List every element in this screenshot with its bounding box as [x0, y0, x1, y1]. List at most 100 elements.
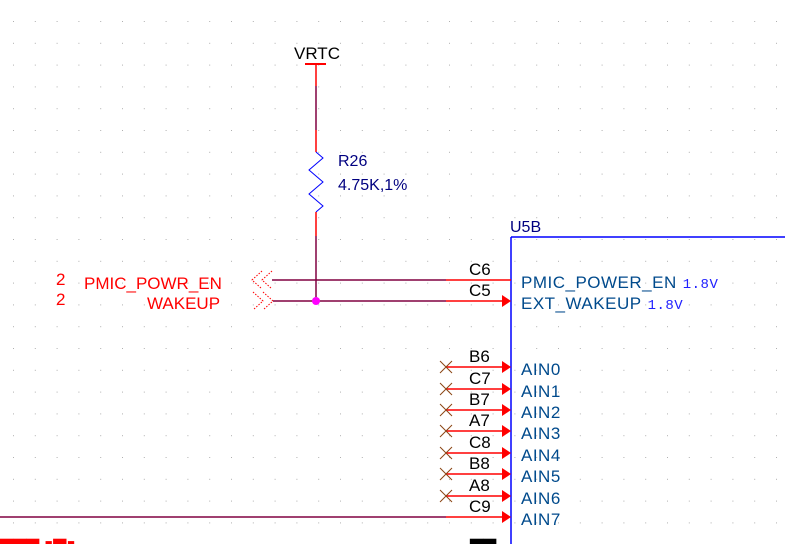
grid-dot — [667, 108, 668, 110]
grid-dot — [667, 42, 668, 44]
grid-dot — [383, 64, 385, 66]
grid-dot — [688, 413, 690, 415]
grid-dot — [645, 500, 647, 502]
grid-dot — [361, 500, 363, 502]
grid-dot — [56, 151, 58, 153]
grid-dot — [732, 239, 734, 240]
grid-dot — [579, 435, 581, 437]
pin-number: C6 — [469, 260, 491, 279]
grid-dot — [13, 348, 14, 349]
grid-dot — [34, 42, 36, 44]
grid-dot — [56, 42, 58, 44]
grid-dot — [122, 239, 123, 240]
grid-dot — [296, 457, 298, 458]
power-symbol-vrtc[interactable]: VRTC — [294, 44, 340, 86]
grid-dot — [361, 326, 363, 328]
pin-number: C8 — [469, 433, 491, 452]
pin-name: AIN1 — [521, 382, 561, 401]
grid-dot — [383, 500, 385, 502]
grid-dot — [514, 348, 516, 349]
grid-dot — [340, 217, 341, 219]
grid-dot — [427, 522, 429, 524]
grid-dot — [405, 217, 407, 219]
grid-dot — [688, 435, 690, 437]
grid-dot — [252, 435, 254, 437]
pin-name: PMIC_POWER_EN — [521, 273, 677, 292]
grid-dot — [514, 195, 516, 197]
grid-dot — [645, 369, 647, 371]
grid-dot — [492, 130, 494, 131]
grid-dot — [579, 348, 581, 349]
grid-dot — [601, 86, 603, 88]
grid-dot — [318, 130, 320, 131]
grid-dot — [78, 369, 80, 371]
grid-dot — [274, 42, 276, 44]
grid-dot — [667, 282, 668, 284]
grid-dot — [623, 413, 625, 415]
grid-dot — [449, 435, 450, 437]
grid-dot — [449, 282, 450, 284]
grid-dot — [318, 500, 320, 502]
grid-dot — [100, 304, 102, 306]
grid-dot — [340, 326, 341, 328]
grid-dot — [558, 435, 559, 437]
grid-dot — [296, 108, 298, 110]
grid-dot — [427, 500, 429, 502]
grid-dot — [100, 260, 102, 262]
grid-dot — [13, 326, 14, 328]
grid-dot — [13, 522, 14, 524]
grid-dot — [231, 282, 232, 284]
grid-dot — [514, 108, 516, 110]
grid-dot — [536, 326, 538, 328]
grid-dot — [13, 64, 14, 66]
grid-dot — [340, 130, 341, 131]
grid-dot — [754, 326, 756, 328]
grid-dot — [492, 304, 494, 306]
grid-dot — [340, 42, 341, 44]
grid-dot — [601, 478, 603, 480]
grid-dot — [470, 500, 472, 502]
grid-dot — [492, 478, 494, 480]
port-wakeup[interactable]: 2 WAKEUP — [56, 290, 274, 313]
grid-dot — [100, 173, 102, 175]
grid-dot — [710, 42, 712, 44]
grid-dot — [187, 413, 189, 415]
grid-dot — [361, 42, 363, 44]
port-pmic-powr-en[interactable]: 2 PMIC_POWR_EN — [56, 270, 273, 293]
grid-dot — [187, 217, 189, 219]
grid-dot — [688, 42, 690, 44]
grid-dot — [361, 260, 363, 262]
grid-dot — [34, 151, 36, 153]
grid-dot — [209, 391, 211, 393]
grid-dot — [688, 151, 690, 153]
grid-dot — [754, 435, 756, 437]
grid-dot — [340, 195, 341, 197]
grid-dot — [296, 86, 298, 88]
resistor-r26[interactable]: R26 4.75K,1% — [308, 130, 407, 236]
grid-dot — [470, 42, 472, 44]
grid-dot — [34, 173, 36, 175]
grid-dot — [13, 282, 14, 284]
grid-dot — [78, 478, 80, 480]
grid-dot — [274, 64, 276, 66]
grid-dot — [492, 108, 494, 110]
grid-dot — [405, 435, 407, 437]
grid-dot — [13, 108, 14, 110]
grid-dot — [383, 478, 385, 480]
grid-dot — [623, 130, 625, 131]
grid-dot — [579, 108, 581, 110]
grid-dot — [732, 151, 734, 153]
grid-dot — [732, 86, 734, 88]
